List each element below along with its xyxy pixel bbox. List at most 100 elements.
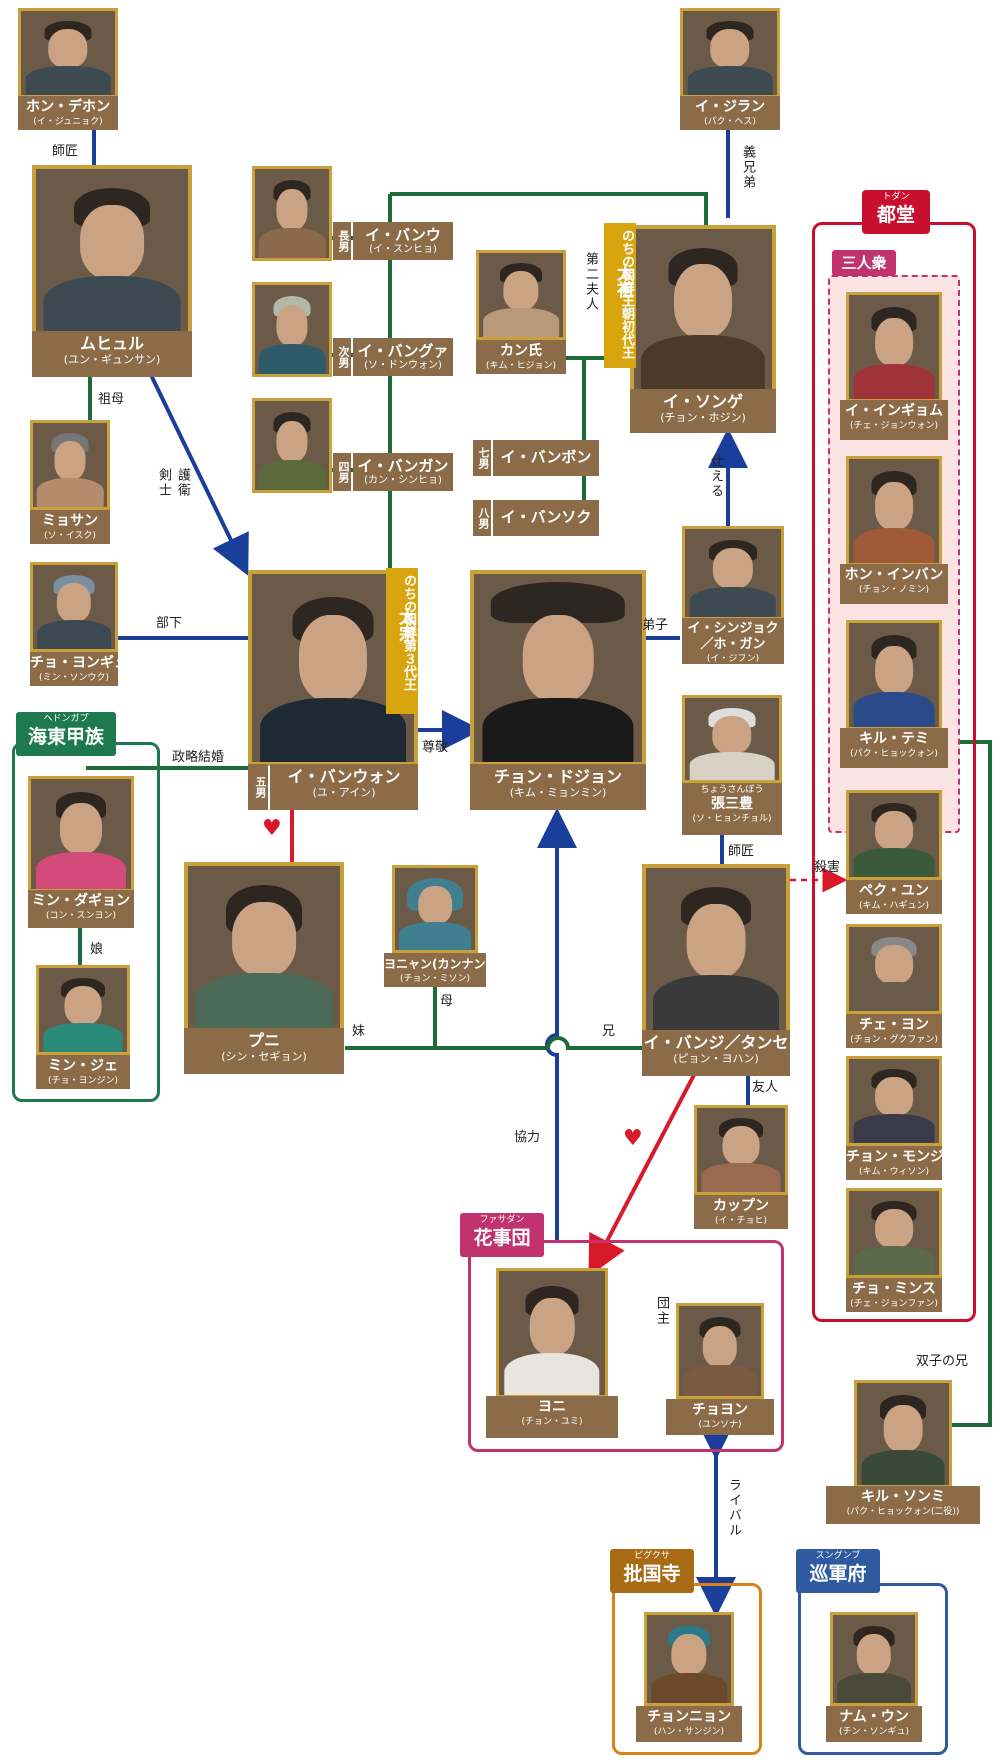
label-deshi: 弟子 bbox=[642, 618, 669, 633]
label-shisho2: 師匠 bbox=[728, 844, 755, 859]
label-dainijin: 第二夫人 bbox=[583, 252, 598, 312]
card-yeoni: ヨニ(チョン・ユミ) bbox=[486, 1268, 618, 1438]
portrait bbox=[854, 1380, 952, 1488]
label-danshu: 団主 bbox=[654, 1296, 669, 1326]
card-cho-yongu: チョ・ヨンギュ(ミン・ソンウク) bbox=[30, 562, 128, 686]
card-choi-yeong: チェ・ヨン(チョン・グクファン) bbox=[846, 924, 942, 1048]
card-chonyong: チョンニョン(ハン・サンジン) bbox=[636, 1612, 742, 1742]
card-muhyul: ムヒュル(ユン・ギュンサン) bbox=[32, 165, 192, 377]
heart-icon: ♥ bbox=[262, 816, 282, 841]
bangwon-tag: 五男 bbox=[248, 764, 268, 810]
portrait bbox=[496, 1268, 608, 1398]
sanninshu-heading: 三人衆 bbox=[832, 250, 896, 276]
haedong-heading: ヘドンガプ海東甲族 bbox=[16, 712, 116, 756]
portrait bbox=[682, 526, 784, 620]
portrait bbox=[846, 924, 942, 1014]
portrait bbox=[630, 225, 776, 393]
portrait bbox=[36, 965, 130, 1055]
portrait bbox=[252, 398, 332, 493]
card-son-2 bbox=[252, 282, 332, 377]
taejo-title: のちの朝鮮王朝初代王 bbox=[604, 223, 636, 368]
card-jeong-mongju: チョン・モンジュ(キム・ウィソン) bbox=[846, 1056, 957, 1180]
label-rival: ライバル bbox=[726, 1478, 741, 1538]
portrait bbox=[184, 862, 344, 1032]
portrait bbox=[846, 1188, 942, 1278]
son-8-plate: 八男イ・バンソク bbox=[473, 500, 599, 536]
card-gil-taemi: キル・テミ(パク・ヒョックォン) bbox=[840, 620, 948, 768]
portrait bbox=[846, 620, 942, 730]
card-lee-seonggye: イ・ソンゲ(チョン・ホジン) bbox=[630, 225, 776, 433]
heart-icon: ♥ bbox=[623, 1126, 643, 1151]
card-kang: カン氏(キム・ヒジョン) bbox=[476, 250, 566, 374]
portrait bbox=[392, 865, 478, 953]
label-gikyodai: 義兄弟 bbox=[740, 145, 755, 190]
label-musume: 娘 bbox=[90, 942, 104, 957]
card-cho-minsu: チョ・ミンス(チェ・ジョンファン) bbox=[846, 1188, 942, 1312]
label-futago: 双子の兄 bbox=[916, 1354, 969, 1369]
taejong-title: のちの朝鮮第３代王 bbox=[386, 568, 418, 714]
card-min-dagyeong: ミン・ダギョン(コン・スンヨン) bbox=[28, 776, 134, 928]
label-haha: 母 bbox=[440, 994, 454, 1009]
portrait bbox=[252, 282, 332, 377]
line-hwasadan-dojeon bbox=[537, 808, 577, 1240]
portrait bbox=[32, 165, 192, 335]
hwasadan-heading: ファサダン花事団 bbox=[460, 1213, 544, 1257]
card-lee-sinjeok: イ・シンジョク／ホ・ガン(イ・ジフン) bbox=[682, 526, 784, 664]
card-jeong-dojeon: チョン・ドジョン(キム・ミョンミン) bbox=[470, 570, 646, 810]
card-choyeong: チョヨン(ユンソナ) bbox=[666, 1303, 774, 1435]
card-son-4 bbox=[252, 398, 332, 493]
label-goei: 護衛剣士 bbox=[156, 468, 190, 498]
portrait bbox=[644, 1612, 734, 1706]
portrait bbox=[676, 1303, 764, 1399]
card-lee-bangji: イ・バンジ／タンセ(ピョン・ヨハン) bbox=[642, 864, 790, 1076]
card-min-je: ミン・ジェ(チョ・ヨンジン) bbox=[36, 965, 130, 1089]
label-kyoryoku: 協力 bbox=[514, 1130, 541, 1145]
portrait bbox=[642, 864, 790, 1034]
card-son-1 bbox=[252, 166, 332, 261]
card-gappun: カップン(イ・チョヒ) bbox=[694, 1105, 788, 1229]
portrait bbox=[682, 695, 782, 783]
portrait bbox=[476, 250, 566, 340]
label-satsugai: 殺害 bbox=[814, 860, 841, 875]
line-haedong-bangwon bbox=[86, 766, 250, 770]
label-seiryaku: 政略結婚 bbox=[172, 750, 225, 765]
card-gil-sunmi: キル・ソンミ(パク・ヒョックォン(二役)) bbox=[826, 1380, 980, 1524]
line-kang-seonggye bbox=[566, 356, 630, 500]
label-yujin: 友人 bbox=[752, 1080, 779, 1095]
portrait bbox=[30, 562, 118, 652]
portrait bbox=[846, 790, 942, 880]
portrait bbox=[28, 776, 134, 892]
portrait bbox=[846, 456, 942, 566]
label-shisho: 師匠 bbox=[52, 144, 79, 159]
son-4-plate: 四男イ・バンガン(カン・シンヒョ) bbox=[333, 453, 453, 491]
portrait bbox=[846, 1056, 942, 1146]
label-buka: 部下 bbox=[156, 616, 183, 631]
card-buni: プニ(シン・セギョン) bbox=[184, 862, 344, 1074]
card-baek-yun: ペク・ユン(キム・ハギュン) bbox=[846, 790, 942, 914]
card-lee-jiran: イ・ジラン(パク・ヘス) bbox=[680, 8, 780, 130]
label-sonkei: 尊敬 bbox=[422, 740, 449, 755]
son-7-plate: 七男イ・バンボン bbox=[473, 440, 599, 476]
card-yosan: ミョサン(ソ・イスク) bbox=[30, 420, 110, 544]
portrait bbox=[846, 292, 942, 402]
card-nam-eun: ナム・ウン(チン・ソンギュ) bbox=[826, 1612, 922, 1742]
label-ani: 兄 bbox=[602, 1024, 616, 1039]
card-hong-inbang: ホン・インバン(チョン・ノミン) bbox=[840, 456, 948, 604]
label-imouto: 妹 bbox=[352, 1024, 366, 1039]
portrait bbox=[470, 570, 646, 766]
label-sobo: 祖母 bbox=[98, 392, 125, 407]
line-gil-twins bbox=[950, 740, 992, 1427]
sungunbu-heading: スングンブ巡軍府 bbox=[796, 1549, 880, 1593]
portrait bbox=[694, 1105, 788, 1195]
card-hong-daehon: ホン・デホン(イ・ジュニョク) bbox=[18, 8, 118, 130]
line-buni-bangji bbox=[345, 1036, 645, 1050]
portrait bbox=[30, 420, 110, 510]
son-1-plate: 長男イ・バンウ(イ・スンヒョ) bbox=[333, 222, 453, 260]
portrait bbox=[680, 8, 780, 98]
son-2-plate: 次男イ・バングァ(ソ・ドンウォン) bbox=[333, 338, 453, 376]
card-yeonhyang: ヨニャン(カンナン)(チョン・ミソン) bbox=[384, 865, 491, 987]
card-zhang-sanfeng: ちょうさんぼう張三豊(ソ・ヒョンチョル) bbox=[682, 695, 782, 835]
line-bangji-yeoni bbox=[588, 1072, 697, 1277]
card-lee-ingyeom: イ・インギョム(チェ・ジョンウォン) bbox=[840, 292, 948, 440]
